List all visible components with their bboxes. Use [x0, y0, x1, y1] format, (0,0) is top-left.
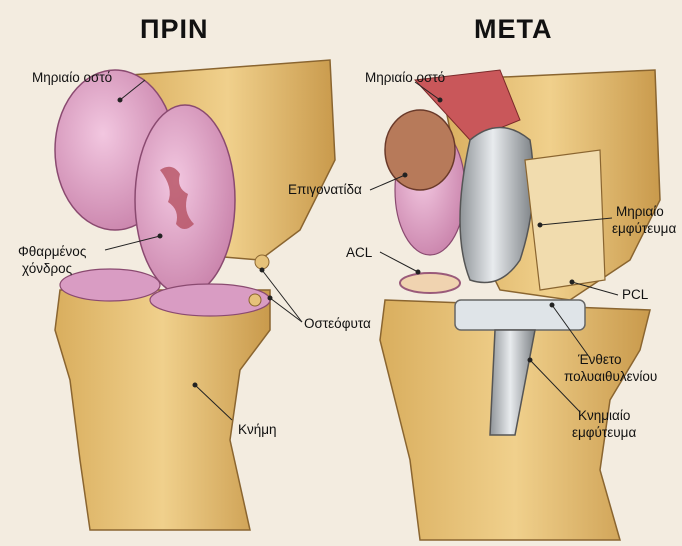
before-tibia-bone — [54, 289, 271, 531]
before-osteophyte — [248, 293, 262, 307]
before-label-femur: Μηριαίο οστό — [32, 70, 113, 85]
after-femoral-implant — [459, 126, 535, 284]
before-tibia-cartilage — [59, 268, 161, 302]
after-heading: ΜΕΤΑ — [474, 14, 553, 44]
after-quad-tendon — [413, 69, 521, 141]
after-patella — [384, 109, 456, 191]
after-label-femur: Μηριαίο οστό — [365, 70, 446, 85]
before-knee-drawing — [54, 59, 336, 531]
before-label-tibia: Κνήμη — [238, 422, 277, 437]
after-label-tibial-implant-2: εμφύτευμα — [572, 425, 637, 440]
after-label-patella: Επιγονατίδα — [288, 182, 362, 197]
after-label-pcl: PCL — [622, 287, 649, 302]
after-label-femoral-implant-2: εμφύτευμα — [612, 221, 677, 236]
before-label-worn-cartilage-2: χόνδρος — [22, 261, 73, 276]
after-femur-section — [524, 149, 606, 291]
after-label-poly-insert-1: Ένθετο — [578, 352, 622, 367]
after-acl-ring — [399, 272, 461, 294]
after-tibial-stem — [489, 329, 536, 436]
before-label-osteophytes: Οστεόφυτα — [304, 316, 371, 331]
after-poly-insert — [454, 299, 586, 331]
before-label-worn-cartilage-1: Φθαρμένος — [18, 244, 87, 259]
before-heading: ΠΡΙΝ — [140, 14, 209, 44]
after-label-poly-insert-2: πολυαιθυλενίου — [564, 369, 658, 384]
after-label-acl: ACL — [346, 245, 373, 260]
after-label-femoral-implant-1: Μηριαίο — [616, 204, 664, 219]
after-knee-drawing — [369, 69, 661, 541]
after-label-tibial-implant-1: Κνημιαίο — [578, 408, 631, 423]
before-osteophyte — [254, 254, 270, 270]
before-worn-patch — [160, 166, 194, 229]
